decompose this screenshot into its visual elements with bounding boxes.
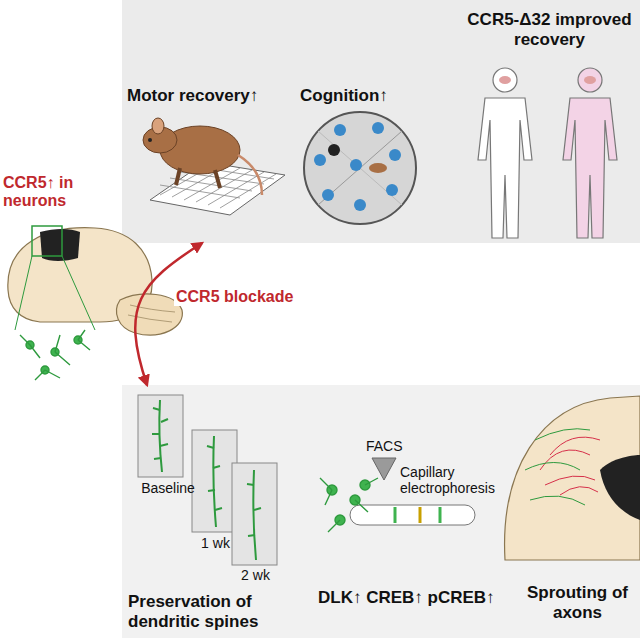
panel-text: Motor recovery↑ [127, 86, 297, 106]
curved-arrow [135, 243, 202, 385]
panel-band: Motor recovery↑Cognition↑ CCR5-Δ32 improv… [122, 0, 640, 243]
annotation-label: Capillary electrophoresis [400, 464, 512, 496]
panel-backgrounds [122, 0, 640, 638]
annotation-label: Baseline [133, 480, 203, 496]
brain-section-sprouting [505, 396, 640, 560]
annotation-label: 2 wk [233, 567, 278, 583]
panel-text: Cognition↑ [300, 86, 440, 106]
panel-text: CCR5-Δ32 improved recovery [467, 10, 632, 49]
human-figures [478, 68, 617, 238]
water-maze [304, 112, 416, 224]
panel-text: DLK↑ CREB↑ pCREB↑ [318, 588, 518, 608]
annotation-label: CCR5↑ in neurons [3, 174, 91, 211]
panel-band: Preservation of dendritic spines DLK↑ CRE… [122, 385, 640, 638]
panel-text: Sprouting of axons [520, 583, 635, 622]
mouse-on-grid [143, 118, 285, 215]
edge-label: CCR5 blockade [174, 288, 295, 306]
panel-text: Preservation of dendritic spines [128, 592, 278, 631]
annotation-label: FACS [366, 438, 416, 454]
brain-side-view [8, 226, 183, 380]
annotation-label: 1 wk [193, 535, 238, 551]
